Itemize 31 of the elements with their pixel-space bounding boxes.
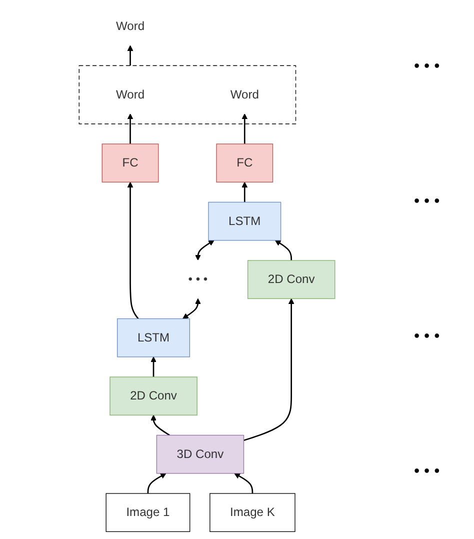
node-box: FC: [216, 144, 274, 182]
node-box: LSTM: [208, 202, 282, 241]
node-text: • • •: [188, 272, 208, 286]
arrow: [274, 240, 292, 260]
ellipsis-dots: • • •: [414, 193, 441, 212]
ellipsis-dots: • • •: [414, 328, 441, 346]
ellipsis-dots: • • •: [414, 58, 441, 76]
node-box: Image 1: [106, 493, 190, 532]
arrow: [182, 298, 201, 319]
node-box: 3D Conv: [156, 434, 244, 474]
node-box: 2D Conv: [247, 260, 336, 299]
arrow: [147, 473, 166, 494]
node-text: Word: [230, 88, 259, 102]
arrow: [127, 45, 134, 66]
node-box: 2D Conv: [110, 376, 198, 416]
arrow: [242, 182, 248, 202]
arrow: [242, 114, 248, 144]
cluster: [78, 65, 296, 124]
node-box: FC: [102, 144, 159, 182]
arrow: [234, 473, 254, 494]
node-box: Image K: [210, 493, 296, 532]
arrow: [150, 414, 170, 436]
arrow: [127, 114, 134, 144]
node-text: Word: [116, 19, 145, 33]
ellipsis-dots: • • •: [414, 462, 441, 481]
node-box: LSTM: [117, 318, 190, 358]
arrow: [244, 298, 294, 442]
arrow: [127, 182, 139, 320]
node-text: Word: [116, 88, 145, 102]
arrow: [195, 240, 214, 260]
arrow: [150, 356, 156, 377]
